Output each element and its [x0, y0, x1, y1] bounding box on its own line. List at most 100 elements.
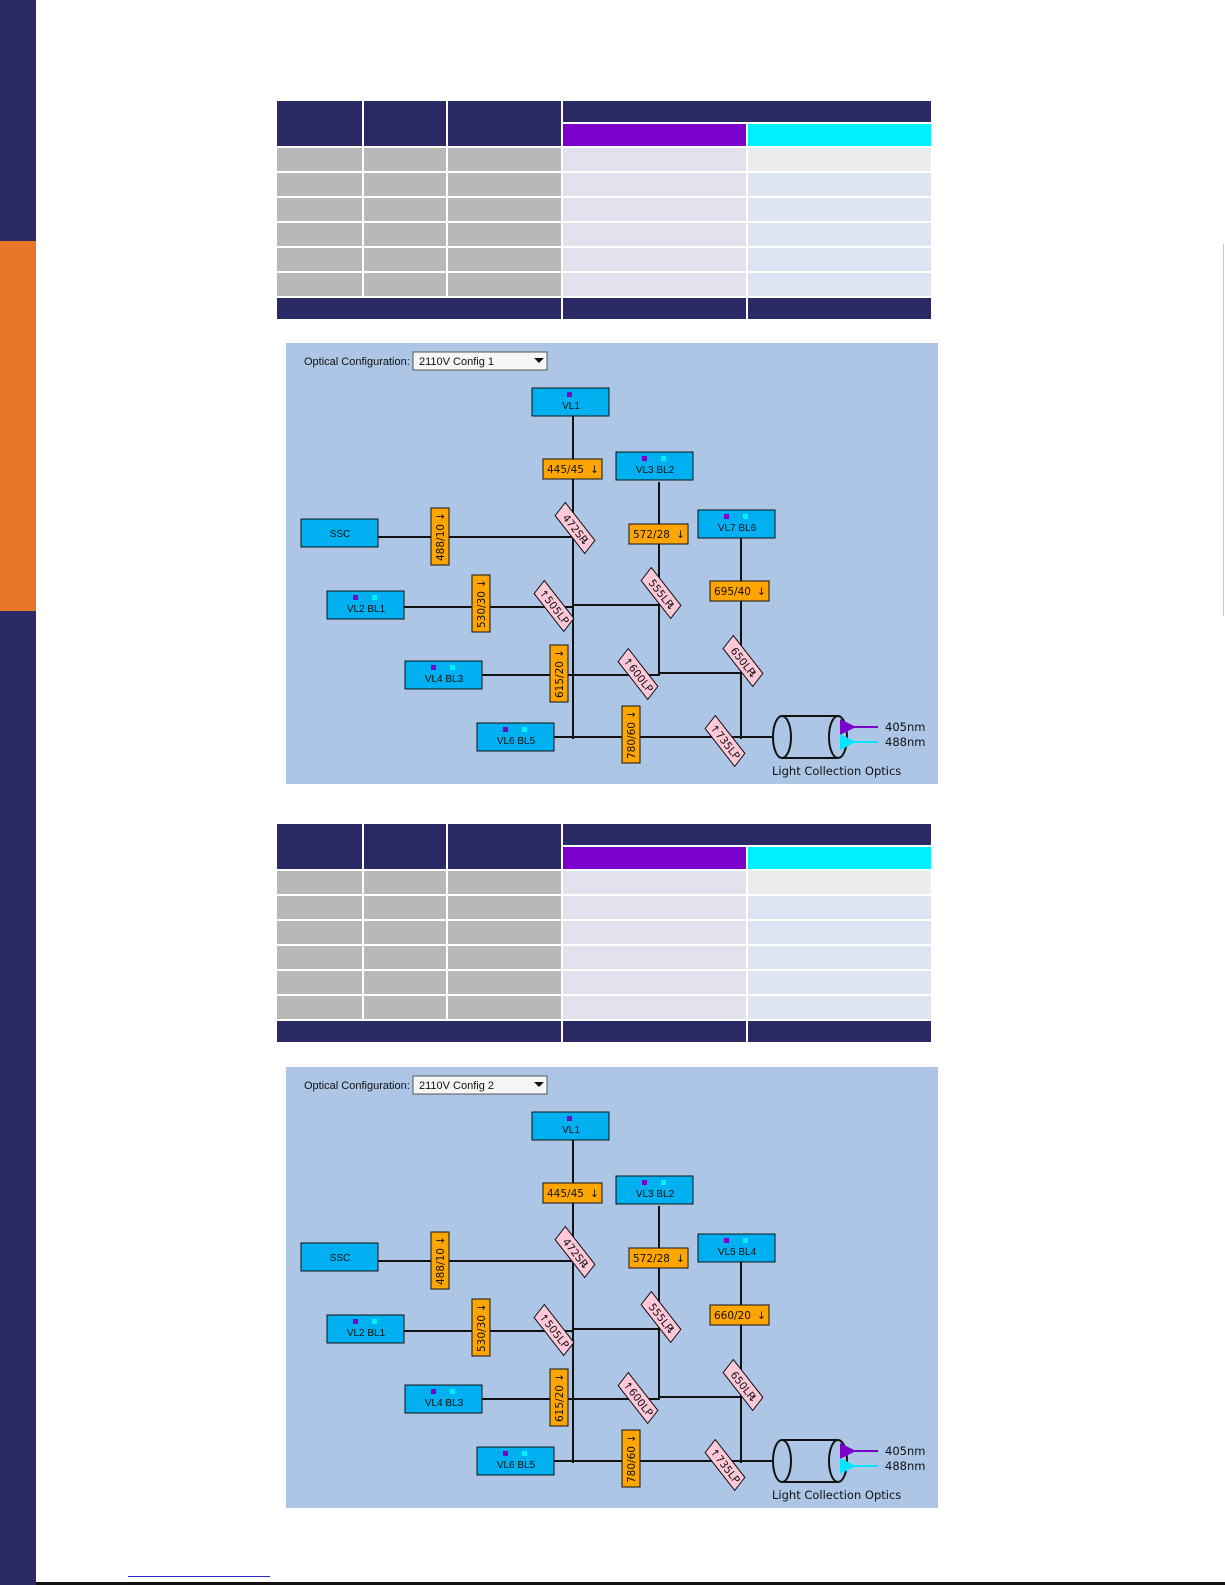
svg-text:530/30: 530/30 [476, 1315, 488, 1352]
svg-text:615/20: 615/20 [554, 661, 566, 698]
svg-text:445/45: 445/45 [547, 464, 584, 476]
violet-square-icon [642, 1180, 647, 1185]
detector-vl2-bl1: VL2 BL1 [326, 1314, 405, 1344]
violet-square-icon [503, 1451, 508, 1456]
detector-label: VL3 BL2 [636, 465, 675, 476]
optics-label: Light Collection Optics [772, 764, 901, 778]
laser-405-header [563, 124, 746, 146]
detector-vl1: VL1 [531, 387, 610, 417]
diagram-panel [286, 1067, 938, 1508]
arrow-icon: ↓ [435, 512, 447, 521]
svg-text:530/30: 530/30 [476, 591, 488, 628]
detector-label: VL7 BL6 [718, 523, 757, 534]
cyan-square-icon [372, 595, 377, 600]
chevron-down-icon[interactable] [534, 358, 544, 363]
optical-diagram-1: Optical Configuration: 2110V Config 1 VL… [286, 343, 938, 784]
arrow-icon: ↓ [554, 649, 566, 658]
table-header-cell [563, 101, 931, 122]
sidebar-accent [0, 241, 36, 611]
svg-text:780/60: 780/60 [626, 1446, 638, 1483]
optical-diagram-2: Optical Configuration: 2110V Config 2 VL… [286, 1067, 938, 1508]
detector-top-right: VL5 BL4 [697, 1233, 776, 1263]
table-header-cell [364, 101, 446, 146]
config-dropdown[interactable]: 2110V Config 1 [412, 351, 548, 371]
detector-label: VL6 BL5 [497, 736, 536, 747]
detector-label: VL3 BL2 [636, 1189, 675, 1200]
laser-488-input: 488nm [840, 734, 925, 750]
svg-text:488nm: 488nm [885, 1459, 925, 1473]
laser-405-input: 405nm [840, 719, 925, 735]
laser-488-header [748, 847, 931, 869]
detector-vl4-bl3: VL4 BL3 [404, 660, 483, 690]
arrow-icon: ↓ [476, 579, 488, 588]
detector-label: SSC [330, 1253, 351, 1264]
cyan-square-icon [743, 514, 748, 519]
cyan-square-icon [522, 727, 527, 732]
config-label: Optical Configuration: [304, 1080, 410, 1092]
filter-488-10: 488/10 ↓ [430, 1231, 450, 1290]
laser-405-input: 405nm [840, 1443, 925, 1459]
filter-572-28: 572/28 ↓ [628, 523, 689, 545]
filter-488-10: 488/10 ↓ [430, 507, 450, 566]
table-header-cell [448, 101, 561, 146]
filter-530-30: 530/30 ↓ [471, 1298, 491, 1357]
svg-text:660/20: 660/20 [714, 1310, 751, 1322]
table-header-cell [448, 824, 561, 869]
detector-vl2-bl1: VL2 BL1 [326, 590, 405, 620]
table-header-cell [364, 824, 446, 869]
arrow-icon: ↓ [435, 1236, 447, 1245]
violet-square-icon [567, 1116, 572, 1121]
violet-square-icon [353, 1319, 358, 1324]
svg-text:572/28: 572/28 [633, 1253, 670, 1265]
detector-label: SSC [330, 529, 351, 540]
table-row [277, 921, 931, 944]
svg-text:488/10: 488/10 [435, 524, 447, 561]
laser-488-header [748, 124, 931, 146]
filter-right: 660/20 ↓ [709, 1304, 770, 1326]
violet-square-icon [567, 392, 572, 397]
filter-right: 695/40 ↓ [709, 580, 770, 602]
arrow-icon: ↓ [676, 1253, 685, 1265]
detector-label: VL4 BL3 [425, 674, 464, 685]
arrow-icon: ↓ [476, 1303, 488, 1312]
cyan-square-icon [372, 1319, 377, 1324]
detector-vl3-bl2: VL3 BL2 [615, 1175, 694, 1205]
table-row [277, 971, 931, 994]
table-row [277, 896, 931, 919]
arrow-icon: ↓ [676, 529, 685, 541]
table-row [277, 946, 931, 969]
violet-square-icon [431, 665, 436, 670]
svg-text:405nm: 405nm [885, 1444, 925, 1458]
detector-label: VL1 [562, 1125, 580, 1136]
detector-vl4-bl3: VL4 BL3 [404, 1384, 483, 1414]
config-dropdown-value: 2110V Config 1 [419, 356, 494, 368]
cyan-square-icon [522, 1451, 527, 1456]
filter-780-60: 780/60 ↓ [621, 705, 641, 764]
detector-label: VL6 BL5 [497, 1460, 536, 1471]
table-footer-row [277, 1021, 931, 1042]
right-margin-rule [1223, 244, 1224, 616]
detector-label: VL2 BL1 [347, 1328, 386, 1339]
violet-square-icon [724, 1238, 729, 1243]
filter-445-45: 445/45 ↓ [542, 458, 603, 480]
arrow-icon: ↓ [590, 1188, 599, 1200]
violet-square-icon [503, 727, 508, 732]
svg-text:488nm: 488nm [885, 735, 925, 749]
config-dropdown-value: 2110V Config 2 [419, 1080, 494, 1092]
config-table-2 [275, 822, 933, 1044]
cyan-square-icon [661, 456, 666, 461]
table-footer-row [277, 298, 931, 319]
filter-780-60: 780/60 ↓ [621, 1429, 641, 1488]
config-dropdown[interactable]: 2110V Config 2 [412, 1075, 548, 1095]
table-header-cell [277, 824, 362, 869]
table-row [277, 273, 931, 296]
violet-square-icon [431, 1389, 436, 1394]
table-header-cell [563, 824, 931, 845]
arrow-icon: ↓ [626, 710, 638, 719]
footer-link-underline[interactable] [128, 1576, 270, 1577]
table-row [277, 248, 931, 271]
mirror-555lp: 555LP ↓ [640, 1290, 682, 1344]
chevron-down-icon[interactable] [534, 1082, 544, 1087]
filter-615-20: 615/20 ↓ [549, 644, 569, 703]
detector-label: VL5 BL4 [718, 1247, 757, 1258]
